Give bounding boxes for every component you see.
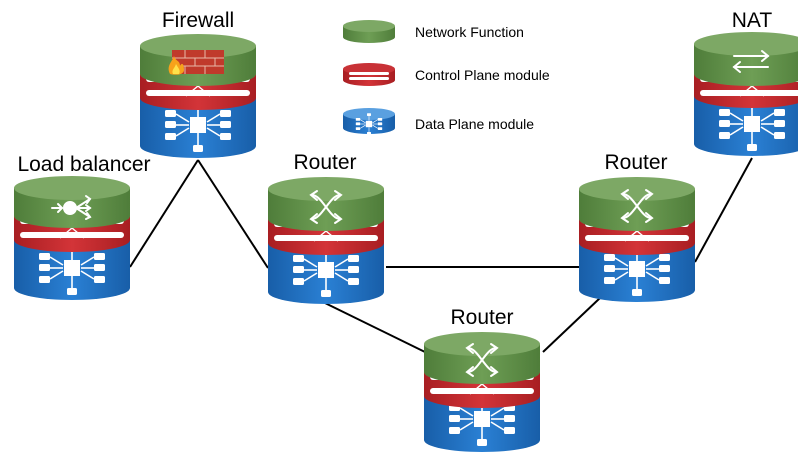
link-router-left-router-bottom [324, 302, 426, 353]
data-plane-layer [268, 242, 384, 304]
data-plane-layer [694, 96, 798, 156]
node-router-bottom: Router [424, 306, 540, 452]
firewall-label: Firewall [162, 9, 234, 32]
legend-network-function-text: Network Function [415, 24, 524, 40]
link-loadbalancer-firewall [129, 159, 199, 268]
link-router-right-router-bottom [542, 297, 601, 353]
node-nat: NAT [694, 9, 798, 156]
router-bottom-label: Router [450, 306, 513, 329]
network-function-layer [14, 176, 130, 228]
node-firewall: Firewall [140, 9, 256, 158]
legend-data-plane-text: Data Plane module [415, 116, 534, 132]
links [129, 157, 753, 353]
data-plane-layer [14, 240, 130, 300]
nat-label: NAT [732, 9, 773, 32]
data-plane-layer [424, 391, 540, 452]
network-function-layer [268, 177, 384, 231]
node-router-right: Router [579, 151, 695, 302]
nat-arrows-icon [732, 50, 770, 73]
node-router-left: Router [268, 151, 384, 304]
legend-green-swatch [343, 20, 395, 32]
node-load-balancer: Load balancer [14, 153, 151, 300]
firewall-icon [168, 50, 224, 75]
network-function-layer [424, 332, 540, 384]
legend-data-plane: Data Plane module [343, 108, 534, 136]
legend-control-plane-text: Control Plane module [415, 67, 550, 83]
load-balancer-icon [51, 195, 92, 220]
router-left-label: Router [293, 151, 356, 174]
network-function-layer [140, 34, 256, 86]
network-function-layer [694, 32, 798, 86]
link-router-right-nat [694, 157, 753, 263]
legend: Network Function Control Plane module Da… [343, 20, 550, 136]
network-function-layer [579, 177, 695, 231]
load-balancer-label: Load balancer [17, 153, 150, 176]
data-plane-layer [140, 97, 256, 158]
legend-network-function: Network Function [343, 20, 524, 43]
link-firewall-router-left [197, 159, 269, 269]
data-plane-layer [579, 241, 695, 302]
router-right-label: Router [604, 151, 667, 174]
legend-control-plane: Control Plane module [343, 63, 550, 86]
